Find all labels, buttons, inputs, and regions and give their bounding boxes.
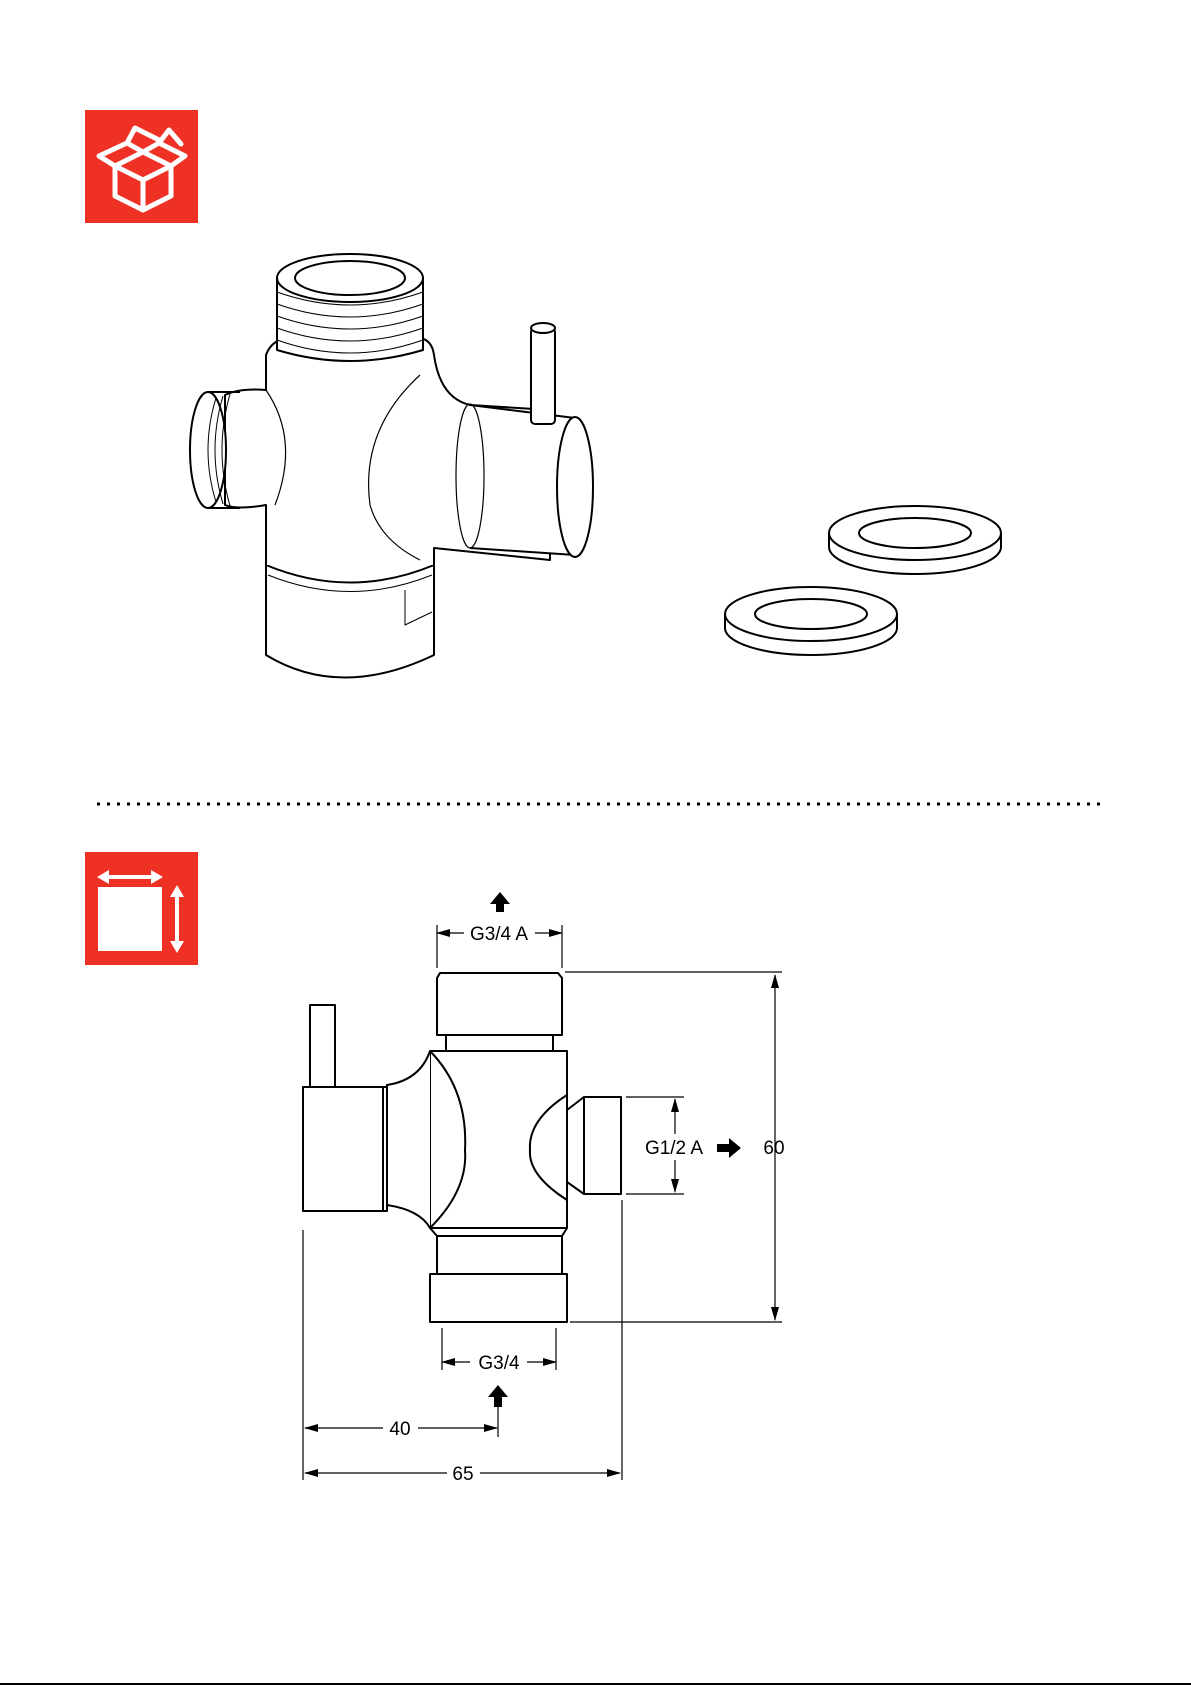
sealing-washers — [725, 506, 1001, 655]
diverter-valve-illustration — [190, 254, 593, 678]
side-thread-label: G1/2 A — [645, 1138, 703, 1159]
valve-front-view — [303, 973, 621, 1322]
center-offset-label: 40 — [389, 1419, 410, 1440]
overall-width-label: 65 — [452, 1464, 473, 1485]
flow-in-arrow — [488, 1385, 508, 1407]
top-thread-label: G3/4 A — [470, 924, 528, 945]
flow-up-arrow — [490, 892, 510, 912]
height-label: 60 — [763, 1138, 784, 1159]
flow-right-arrow — [717, 1138, 741, 1158]
bottom-thread-label: G3/4 — [478, 1353, 520, 1374]
